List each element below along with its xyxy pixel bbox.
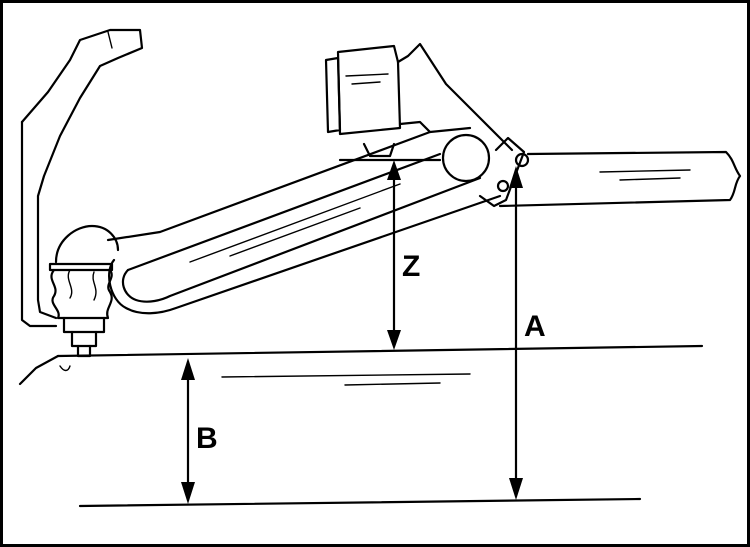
diagram-canvas: Z A B (18, 28, 742, 508)
frame-rail (338, 150, 742, 208)
sill-detail (59, 365, 71, 372)
ball-joint (48, 224, 120, 358)
frame-bracket (324, 42, 514, 158)
control-arm (106, 126, 502, 315)
label-z: Z (402, 250, 420, 283)
upper-reference-line (56, 344, 704, 358)
hatch-line-2 (344, 382, 441, 386)
dimension-b (181, 358, 195, 504)
label-a: A (524, 310, 546, 343)
body-sill (18, 354, 60, 386)
ground-line (78, 497, 642, 508)
dimension-a (509, 166, 523, 500)
hatch-line-1 (221, 373, 471, 378)
wheel-housing (20, 28, 144, 328)
label-b: B (196, 422, 218, 455)
dimension-z (387, 160, 401, 350)
